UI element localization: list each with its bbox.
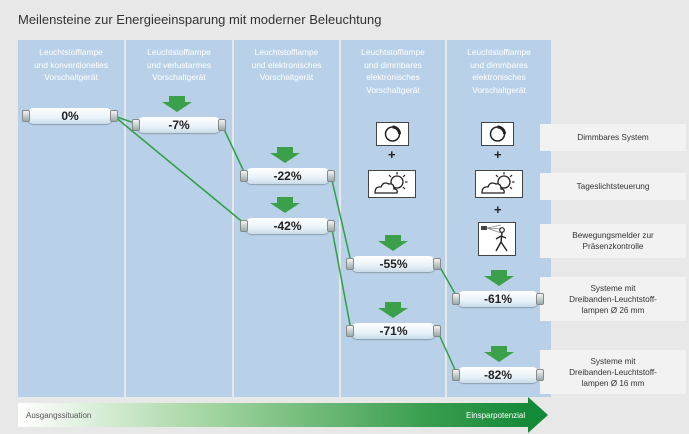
label-line: Systeme mit bbox=[590, 283, 636, 293]
column-header-line: Leuchtstofflampe bbox=[254, 47, 319, 57]
lamp-cap bbox=[346, 325, 354, 337]
saving-value: -55% bbox=[379, 257, 408, 271]
savings-direction-bar bbox=[18, 403, 528, 427]
column-header-line: und verlustarmes bbox=[146, 59, 212, 70]
sun-cloud-icon bbox=[368, 170, 416, 198]
label-motion-sensor: Bewegungsmelder zur Präsenzkontrolle bbox=[540, 224, 686, 258]
lamp-cap bbox=[536, 369, 544, 381]
column-conventional: Leuchtstofflampe und konventionelles Vor… bbox=[18, 40, 124, 397]
column-header-line: und dimmbares bbox=[364, 59, 422, 70]
sun-cloud-icon bbox=[475, 170, 523, 198]
column-header-line: Vorschaltgerät bbox=[472, 84, 526, 95]
saving-value: -82% bbox=[483, 368, 512, 382]
dimmer-icon bbox=[376, 122, 409, 146]
label-line: lampen Ø 26 mm bbox=[581, 305, 645, 315]
lamp-tube-42: -42% bbox=[240, 218, 335, 234]
dimmer-icon bbox=[481, 122, 514, 146]
lamp-cap bbox=[240, 170, 248, 182]
column-header-line: Vorschaltgerät bbox=[259, 72, 314, 82]
lamp-tube-7: -7% bbox=[132, 117, 226, 133]
column-header-line: Leuchtstofflampe bbox=[467, 47, 531, 57]
column-header-line: und konventionelles bbox=[33, 59, 109, 70]
saving-value: -7% bbox=[168, 118, 190, 132]
column-header-line: Vorschaltgerät bbox=[152, 72, 206, 82]
down-arrow-icon bbox=[378, 302, 408, 318]
column-header-line: Vorschaltgerät bbox=[366, 84, 420, 95]
savings-potential-label: Einsparpotenzial bbox=[466, 411, 526, 420]
baseline-label: Ausgangssituation bbox=[26, 411, 92, 420]
label-line: lampen Ø 16 mm bbox=[581, 378, 645, 388]
column-header-line: und elektronisches bbox=[251, 59, 322, 70]
lamp-tube-71: -71% bbox=[346, 323, 441, 339]
saving-value: -71% bbox=[379, 324, 408, 338]
column-header-line: Leuchtstofflampe bbox=[39, 47, 103, 57]
down-arrow-icon bbox=[484, 346, 514, 362]
label-line: Bewegungsmelder zur bbox=[572, 231, 654, 240]
label-line: Dimmbares System bbox=[577, 133, 649, 142]
label-line: Systeme mit bbox=[590, 356, 636, 366]
lamp-tube-82: -82% bbox=[452, 367, 544, 383]
lamp-tube-55: -55% bbox=[346, 256, 441, 272]
column-header-line: und dimmbares bbox=[470, 59, 528, 70]
label-line: Tageslichtsteuerung bbox=[576, 182, 650, 191]
saving-value: 0% bbox=[61, 109, 79, 123]
label-line: Präsenzkontrolle bbox=[582, 242, 644, 251]
column-header-line: Leuchtstofflampe bbox=[147, 47, 211, 57]
plus-sign: + bbox=[388, 147, 396, 162]
connector-line bbox=[330, 223, 352, 331]
column-header: Leuchtstofflampe und verlustarmes Vorsch… bbox=[126, 46, 232, 84]
lamp-tube-0: 0% bbox=[22, 108, 118, 124]
column-header: Leuchtstofflampe und dimmbares elektroni… bbox=[447, 46, 551, 96]
lamp-cap bbox=[452, 369, 460, 381]
column-header-line: Vorschaltgerät bbox=[44, 72, 98, 82]
lamp-tube-61: -61% bbox=[452, 291, 544, 307]
connector-line bbox=[436, 329, 458, 375]
motion-sensor-icon bbox=[478, 222, 516, 256]
saving-value: -22% bbox=[273, 169, 302, 183]
column-header: Leuchtstofflampe und dimmbares elektroni… bbox=[341, 46, 445, 96]
lamp-tube-22: -22% bbox=[240, 168, 335, 184]
lamp-cap bbox=[433, 325, 441, 337]
column-header: Leuchtstofflampe und konventionelles Vor… bbox=[18, 46, 124, 84]
label-line: Dreibanden-Leuchtstoff- bbox=[569, 294, 657, 304]
label-line: Dreibanden-Leuchtstoff- bbox=[569, 367, 657, 377]
arrow-right-icon bbox=[528, 397, 548, 433]
lamp-cap bbox=[218, 119, 226, 131]
down-arrow-icon bbox=[270, 147, 300, 163]
connector-line bbox=[330, 175, 352, 263]
lamp-cap bbox=[22, 110, 30, 122]
lamp-cap bbox=[452, 293, 460, 305]
plus-sign: + bbox=[494, 147, 502, 162]
down-arrow-icon bbox=[162, 96, 192, 112]
lamp-cap bbox=[346, 258, 354, 270]
connector-line bbox=[113, 115, 246, 225]
column-dimmable-triband: Leuchtstofflampe und dimmbares elektroni… bbox=[447, 40, 551, 397]
lamp-cap bbox=[327, 220, 335, 232]
lamp-cap bbox=[327, 170, 335, 182]
lamp-cap bbox=[110, 110, 118, 122]
label-triband-16mm: Systeme mit Dreibanden-Leuchtstoff- lamp… bbox=[540, 350, 686, 394]
plus-sign: + bbox=[494, 202, 502, 217]
label-dimmable-system: Dimmbares System bbox=[540, 124, 686, 151]
column-header: Leuchtstofflampe und elektronisches Vors… bbox=[234, 46, 339, 84]
saving-value: -42% bbox=[273, 219, 302, 233]
lamp-cap bbox=[536, 293, 544, 305]
down-arrow-icon bbox=[484, 270, 514, 286]
label-daylight-control: Tageslichtsteuerung bbox=[540, 173, 686, 200]
connector-line bbox=[221, 124, 247, 177]
down-arrow-icon bbox=[378, 235, 408, 251]
label-triband-26mm: Systeme mit Dreibanden-Leuchtstoff- lamp… bbox=[540, 277, 686, 321]
lamp-cap bbox=[240, 220, 248, 232]
down-arrow-icon bbox=[270, 197, 300, 213]
diagram-title: Meilensteine zur Energieeinsparung mit m… bbox=[18, 12, 382, 27]
saving-value: -61% bbox=[483, 292, 512, 306]
column-header-line: elektronisches bbox=[366, 72, 420, 82]
lamp-cap bbox=[433, 258, 441, 270]
column-header-line: Leuchtstofflampe bbox=[361, 47, 425, 57]
lamp-cap bbox=[132, 119, 140, 131]
column-header-line: elektronisches bbox=[472, 72, 526, 82]
